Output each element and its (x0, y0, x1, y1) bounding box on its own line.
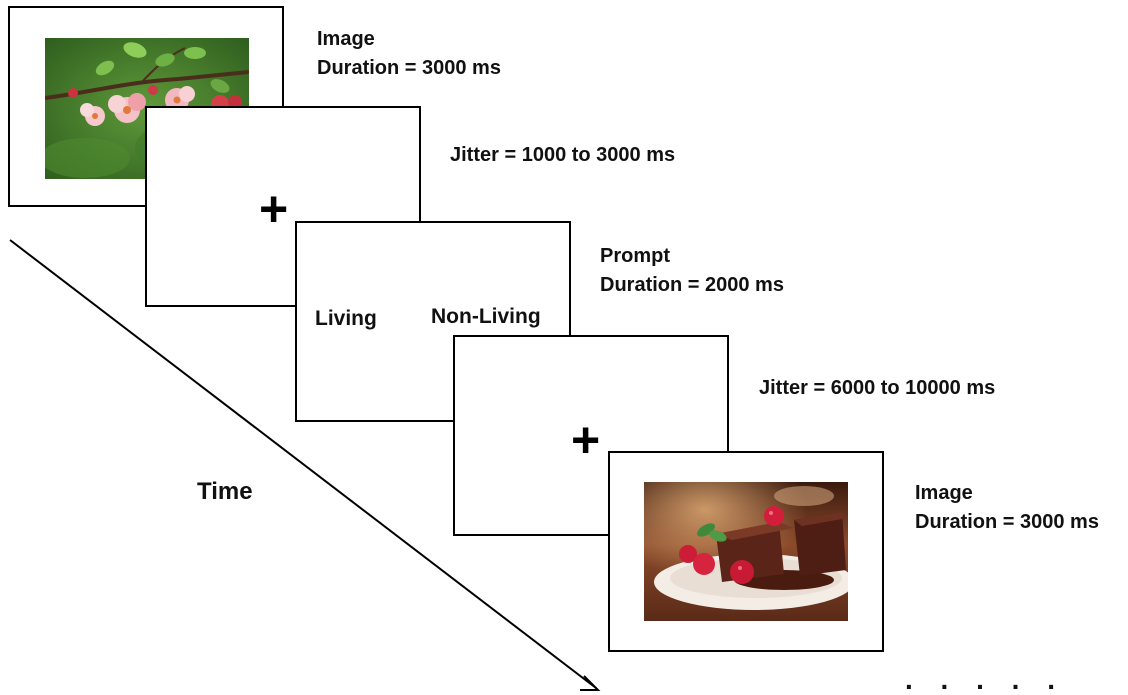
label-duration: Jitter = 1000 to 3000 ms (450, 144, 676, 166)
label-image-2: Image Duration = 3000 ms (915, 479, 1099, 537)
label-image-1: Image Duration = 3000 ms (317, 25, 501, 83)
fixation-cross: + (571, 412, 601, 468)
label-title: Image (317, 28, 375, 50)
label-duration: Duration = 3000 ms (915, 511, 1099, 533)
option-non-living: Non-Living (431, 305, 541, 328)
label-duration: Jitter = 6000 to 10000 ms (759, 377, 996, 399)
label-jitter-2: Jitter = 6000 to 10000 ms (759, 374, 995, 403)
label-title: Prompt (600, 245, 670, 267)
label-jitter-1: Jitter = 1000 to 3000 ms (450, 141, 675, 170)
option-living: Living (315, 307, 377, 330)
label-duration: Duration = 2000 ms (600, 274, 784, 296)
cake-image (644, 482, 848, 621)
label-duration: Duration = 3000 ms (317, 57, 501, 79)
label-prompt: Prompt Duration = 2000 ms (600, 242, 784, 300)
continuation-dots: . . . . . (905, 664, 1066, 695)
time-axis-label: Time (197, 478, 253, 505)
screen-image-2 (608, 451, 884, 652)
fixation-cross: + (259, 181, 289, 237)
label-title: Image (915, 482, 973, 504)
